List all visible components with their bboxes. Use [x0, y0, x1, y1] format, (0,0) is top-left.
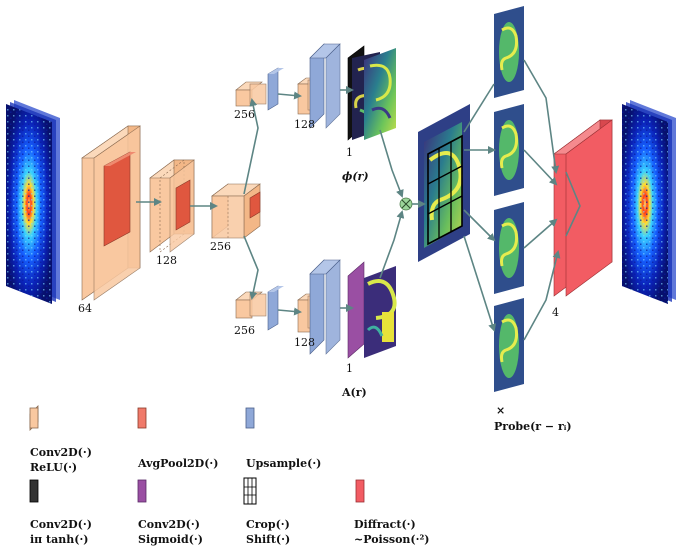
legend-item-conv-tanh: Conv2D(·) iπ tanh(·): [29, 479, 92, 546]
amplitude-output-layer: [347, 261, 365, 359]
flow-arrows: [136, 59, 581, 341]
label-1-top: 1: [346, 146, 353, 159]
probe-label: Probe(r − rᵢ): [494, 420, 572, 433]
label-256-top: 256: [234, 108, 255, 121]
encoder-block-128: [149, 159, 195, 253]
legend-label: Conv2D(·): [30, 518, 92, 531]
patch-2: [494, 104, 524, 196]
legend-label: ReLU(·): [30, 461, 77, 474]
label-128-top: 128: [294, 118, 315, 131]
label-256-center: 256: [210, 240, 231, 253]
amplitude-map: [364, 266, 397, 358]
legend-label: AvgPool2D(·): [137, 457, 218, 470]
legend-item-conv-sigmoid: Conv2D(·) Sigmoid(·): [137, 479, 203, 546]
legend-label: Crop(·): [246, 518, 290, 531]
legend-label: iπ tanh(·): [30, 533, 89, 546]
label-128: 128: [156, 254, 177, 267]
decoder-top-block-128: [297, 43, 341, 129]
encoder-block-256: [211, 183, 261, 239]
legend-label: Conv2D(·): [138, 518, 200, 531]
grid-crop-icon: Crop(·) Shift(·): [243, 477, 290, 546]
label-4: 4: [552, 306, 559, 319]
times-label: ×: [496, 404, 505, 417]
label-256-bottom: 256: [234, 324, 255, 337]
output-diffraction-stack: [622, 100, 676, 304]
decoder-top-block-256: [235, 67, 284, 111]
patch-1: [494, 6, 524, 98]
legend-item-diffract: Diffract(·) ~Poisson(·²): [354, 479, 430, 546]
phase-map: [364, 48, 396, 140]
label-64: 64: [78, 302, 92, 315]
legend-label: Sigmoid(·): [138, 533, 203, 546]
input-diffraction-stack: [6, 100, 60, 304]
legend-label: Upsample(·): [246, 457, 321, 470]
label-128-bottom: 128: [294, 336, 315, 349]
amplitude-label: A(r): [341, 386, 367, 399]
patch-3: [494, 202, 524, 294]
circled-times-icon: [399, 197, 413, 211]
legend: Conv2D(·) ReLU(·) AvgPool2D(·) Upsample(…: [29, 405, 430, 546]
diffract-block: [553, 119, 613, 297]
legend-label: Shift(·): [246, 533, 290, 546]
legend-label: ~Poisson(·²): [354, 533, 430, 546]
label-1-bottom: 1: [346, 362, 353, 375]
legend-label: Conv2D(·): [30, 446, 92, 459]
encoder-block-64: [81, 125, 141, 301]
decoder-bottom-block-128: [297, 259, 341, 355]
legend-item-upsample: Upsample(·): [245, 407, 321, 470]
legend-label: Diffract(·): [354, 518, 416, 531]
object-crop-grid: [418, 104, 470, 262]
phase-label: ϕ(r): [342, 170, 369, 183]
legend-item-avgpool: AvgPool2D(·): [137, 407, 218, 470]
patch-4: [494, 298, 524, 392]
legend-item-conv-relu: Conv2D(·) ReLU(·): [29, 405, 92, 474]
